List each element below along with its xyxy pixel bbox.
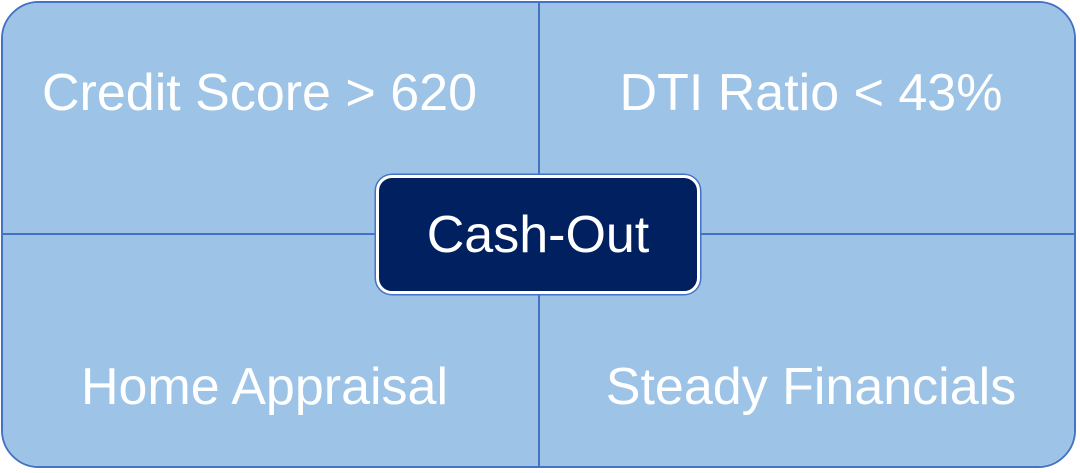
quadrant-label-credit-score: Credit Score > 620	[41, 64, 478, 122]
center-box: Cash-Out	[376, 175, 700, 294]
center-label-cash-out: Cash-Out	[426, 205, 650, 264]
quadrant-label-steady-financials: Steady Financials	[605, 358, 1017, 416]
quadrant-label-home-appraisal: Home Appraisal	[80, 358, 449, 416]
quadrant-bottom-right: Steady Financials	[540, 235, 1074, 466]
quadrant-label-dti-ratio: DTI Ratio < 43%	[619, 64, 1003, 122]
